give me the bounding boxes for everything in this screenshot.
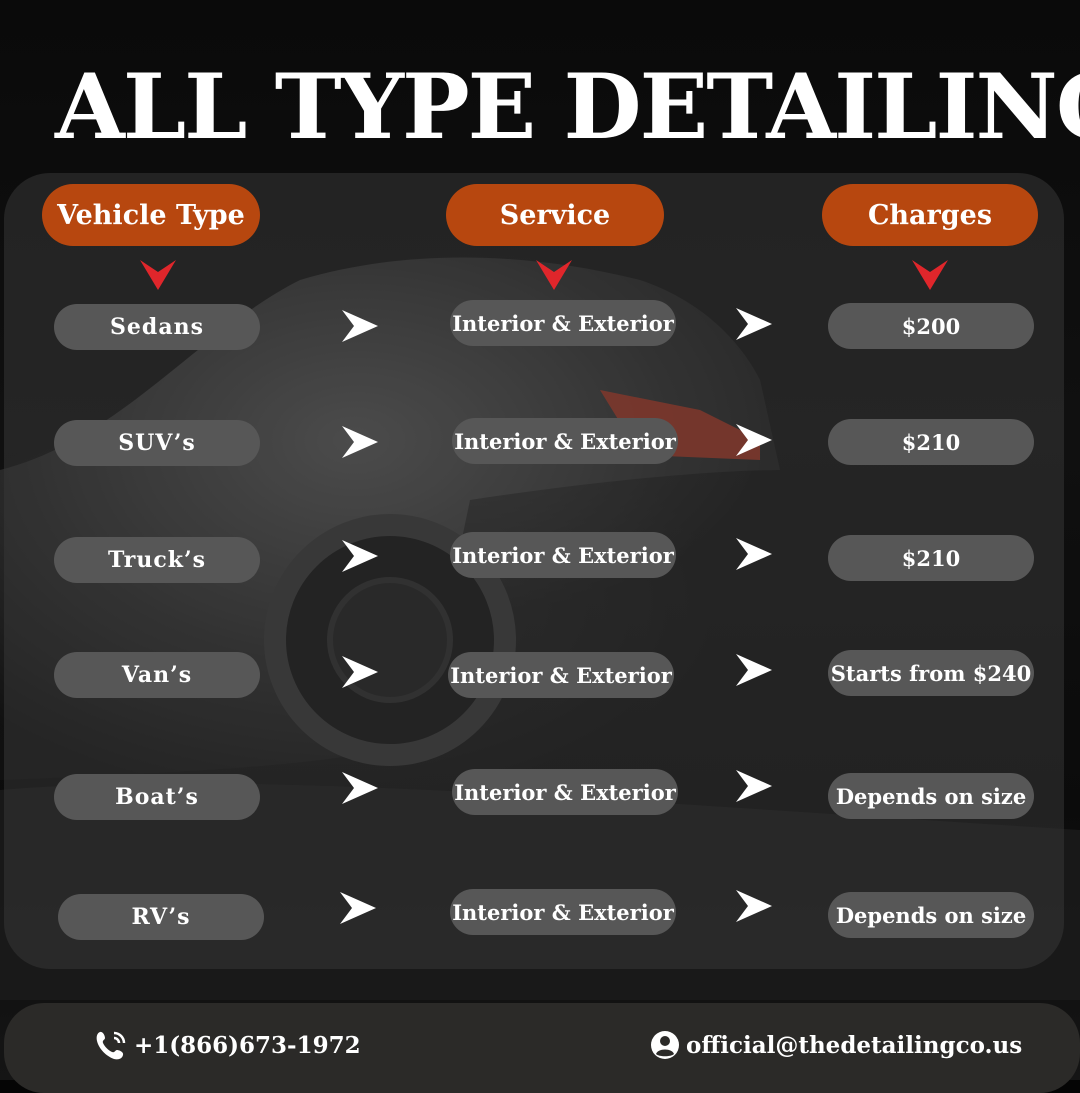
service-pill: Interior & Exterior (448, 652, 674, 698)
service-pill: Interior & Exterior (452, 769, 678, 815)
vehicle-pill-boats: Boat’s (54, 774, 260, 820)
chevron-right-icon (736, 770, 772, 802)
charge-pill: Depends on size (828, 773, 1034, 819)
chevron-down-icon (536, 260, 572, 290)
page-title: ALL TYPE DETAILING (55, 54, 1080, 160)
chevron-right-icon (342, 310, 378, 342)
header-service: Service (446, 184, 664, 246)
phone-icon (96, 1031, 126, 1060)
vehicle-pill-vans: Van’s (54, 652, 260, 698)
phone-number: +1(866)673-1972 (134, 1031, 361, 1059)
charge-pill: Starts from $240 (828, 650, 1034, 696)
chevron-right-icon (340, 892, 376, 924)
email-address: official@thedetailingco.us (686, 1031, 1023, 1059)
charge-pill: Depends on size (828, 892, 1034, 938)
service-pill: Interior & Exterior (452, 418, 678, 464)
contact-footer (4, 1003, 1080, 1093)
service-pill: Interior & Exterior (450, 889, 676, 935)
charge-pill: $200 (828, 303, 1034, 349)
vehicle-pill-rvs: RV’s (58, 894, 264, 940)
chevron-down-icon (912, 260, 948, 290)
vehicle-pill-trucks: Truck’s (54, 537, 260, 583)
charge-pill: $210 (828, 419, 1034, 465)
chevron-right-icon (342, 772, 378, 804)
chevron-right-icon (736, 308, 772, 340)
email-contact[interactable]: official@thedetailingco.us (650, 1028, 1022, 1062)
service-pill: Interior & Exterior (450, 300, 676, 346)
phone-contact[interactable]: +1(866)673-1972 (94, 1028, 361, 1062)
service-pill: Interior & Exterior (450, 532, 676, 578)
chevron-right-icon (736, 538, 772, 570)
chevron-down-icon (140, 260, 176, 290)
chevron-right-icon (736, 654, 772, 686)
chevron-right-icon (342, 540, 378, 572)
header-vehicle-type: Vehicle Type (42, 184, 260, 246)
chevron-right-icon (342, 426, 378, 458)
charge-pill: $210 (828, 535, 1034, 581)
user-circle-icon (651, 1031, 679, 1059)
chevron-right-icon (342, 656, 378, 688)
vehicle-pill-suvs: SUV’s (54, 420, 260, 466)
vehicle-pill-sedans: Sedans (54, 304, 260, 350)
chevron-right-icon (736, 424, 772, 456)
header-charges: Charges (822, 184, 1038, 246)
chevron-right-icon (736, 890, 772, 922)
